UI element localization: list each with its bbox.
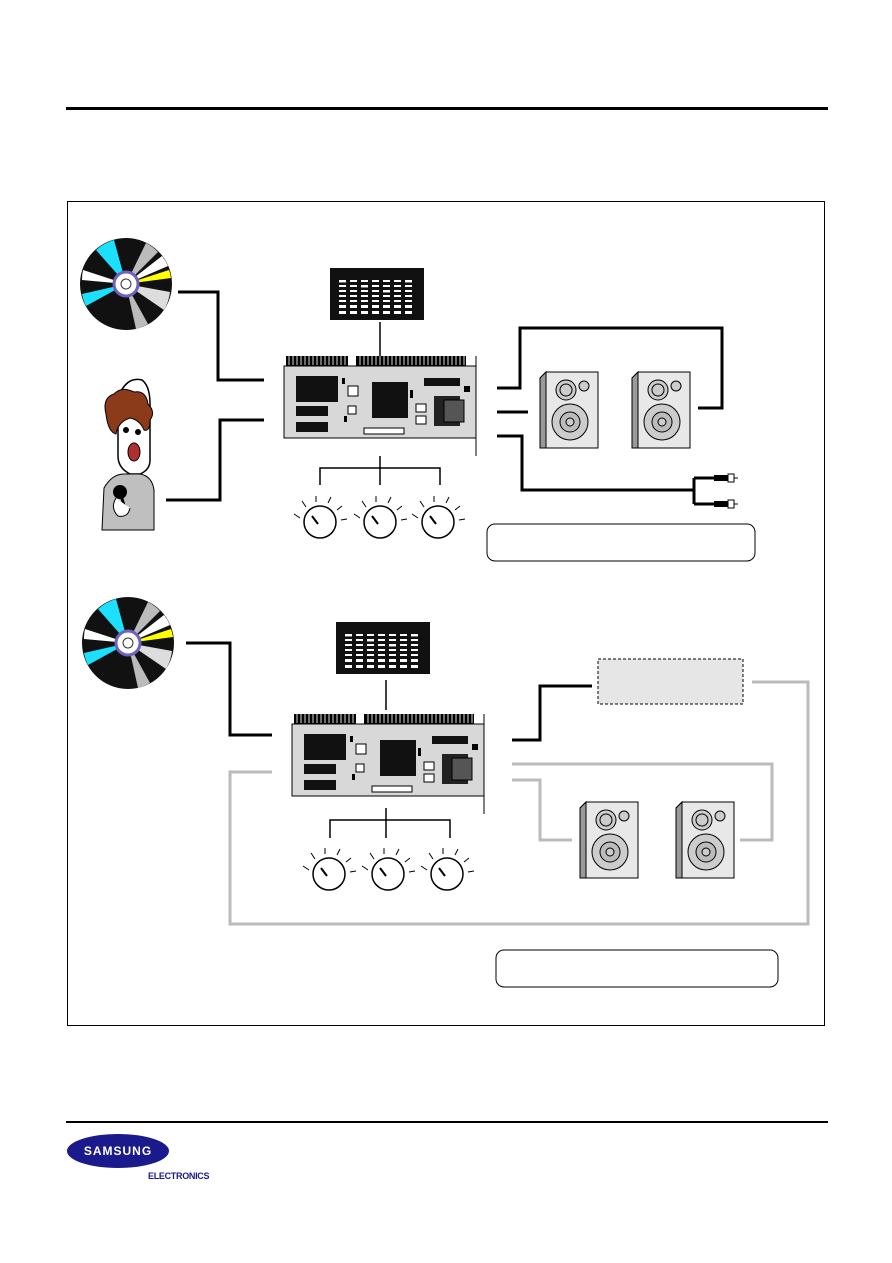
cd-disc-icon [80, 595, 176, 691]
caption-box [486, 523, 756, 562]
electronics-label: ELECTRONICS [148, 1171, 210, 1181]
equalizer-display [330, 268, 424, 320]
speaker-left [579, 801, 639, 879]
bottom-black-wiring [186, 641, 592, 838]
speaker-left [539, 371, 599, 449]
footer-rule [66, 1121, 828, 1123]
speaker-right [675, 801, 735, 879]
header-rule [66, 107, 828, 110]
bottom-gray-wiring [228, 680, 810, 926]
volume-knob [411, 495, 466, 539]
samsung-logo: SAMSUNG [66, 1133, 170, 1169]
top-diagram [78, 236, 756, 562]
volume-knob [361, 847, 416, 891]
top-input-wiring [166, 290, 724, 506]
volume-knob [353, 495, 408, 539]
external-device-box [597, 658, 744, 705]
sound-card [283, 355, 477, 457]
equalizer-display [336, 622, 430, 674]
caption-box [495, 949, 779, 988]
volume-knob [293, 495, 348, 539]
rca-plug-icon [713, 473, 739, 483]
cd-disc-icon [78, 236, 174, 332]
volume-knob [420, 847, 475, 891]
bottom-diagram [80, 595, 810, 988]
samsung-logo-text: SAMSUNG [83, 1144, 153, 1158]
volume-knob [302, 847, 357, 891]
diagram-frame [67, 201, 825, 1026]
singer-microphone-icon [101, 378, 155, 531]
speaker-right [631, 371, 691, 449]
rca-plug-icon [713, 499, 739, 509]
sound-card [291, 713, 485, 815]
